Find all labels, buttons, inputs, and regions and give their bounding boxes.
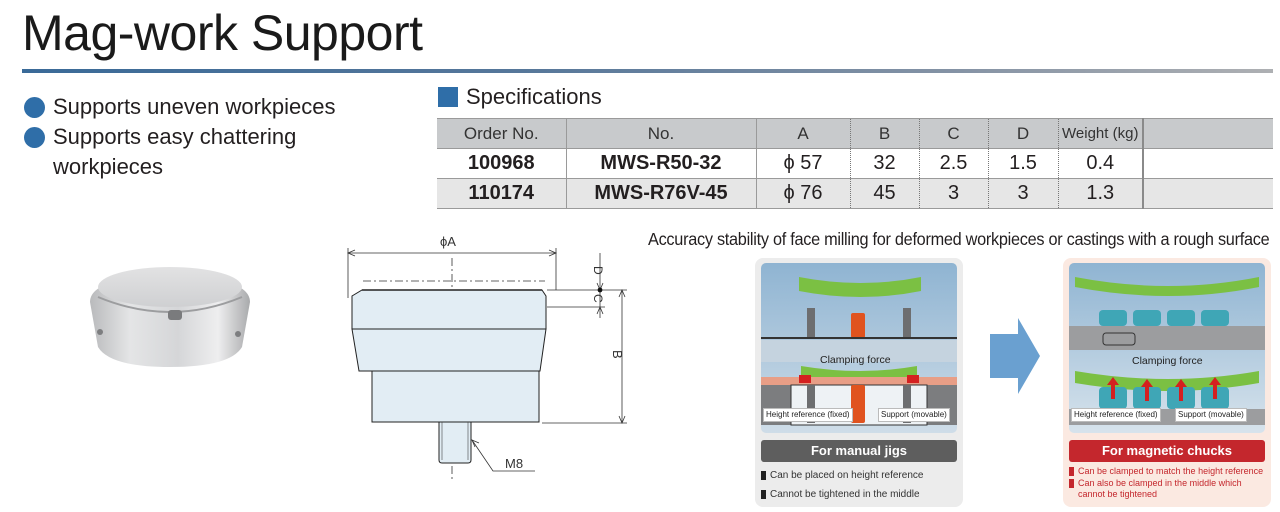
cell-a: ϕ 76: [756, 178, 851, 209]
cell-weight: 0.4: [1058, 148, 1144, 179]
feature-text: Supports uneven workpieces: [53, 94, 336, 119]
manual-notes: Can be placed on height reference Cannot…: [761, 466, 961, 504]
feature-item: Supports easy chattering workpieces: [24, 122, 404, 182]
cell-order-no: 100968: [437, 148, 567, 179]
note-marker-icon: [1069, 479, 1074, 488]
support-label: Support (movable): [878, 408, 950, 422]
magnetic-notes: Can be clamped to match the height refer…: [1069, 466, 1269, 501]
note-text: Can be placed on height reference: [770, 470, 924, 481]
cell-b: 45: [850, 178, 920, 209]
note-text: Cannot be tightened in the middle: [770, 489, 920, 500]
cell-no: MWS-R50-32: [566, 148, 757, 179]
column-header-blank: [1143, 118, 1273, 149]
column-header-d: D: [988, 118, 1059, 149]
cell-blank: [1143, 148, 1273, 179]
clamping-force-label: Clamping force: [1132, 355, 1203, 367]
page-title: Mag-work Support: [22, 5, 423, 61]
note-text: Can also be clamped in the middle which …: [1078, 478, 1242, 499]
feature-item: Supports uneven workpieces: [24, 92, 404, 122]
cell-b: 32: [850, 148, 920, 179]
dimension-drawing: ϕA D C B M8: [346, 234, 627, 480]
comparison-title: Accuracy stability of face milling for d…: [648, 229, 1270, 249]
note-marker-icon: [761, 490, 766, 499]
dim-a-label: ϕA: [440, 234, 456, 249]
specifications-heading: Specifications: [438, 84, 602, 110]
table-header-row: Order No. No. A B C D Weight (kg): [437, 118, 1273, 149]
column-header-weight: Weight (kg): [1058, 118, 1144, 149]
magnetic-chucks-panel: Clamping force Height reference (fixed) …: [1063, 258, 1271, 507]
note-item: Can also be clamped in the middle which …: [1069, 478, 1269, 500]
column-header-order-no: Order No.: [437, 118, 567, 149]
dim-b-label: B: [610, 350, 625, 359]
cell-weight: 1.3: [1058, 178, 1144, 209]
square-bullet-icon: [438, 87, 458, 107]
height-reference-label: Height reference (fixed): [763, 408, 853, 422]
bullet-icon: [24, 97, 45, 118]
support-label: Support (movable): [1175, 408, 1247, 422]
manual-jigs-panel: Clamping force Height reference (fixed) …: [755, 258, 963, 507]
column-header-no: No.: [566, 118, 757, 149]
cell-c: 3: [919, 178, 989, 209]
dim-c-label: C: [591, 294, 605, 303]
cell-no: MWS-R76V-45: [566, 178, 757, 209]
note-marker-icon: [761, 471, 766, 480]
feature-text: Supports easy chattering workpieces: [53, 124, 297, 179]
column-header-a: A: [756, 118, 851, 149]
cell-d: 3: [988, 178, 1059, 209]
manual-jig-illustration: [761, 263, 957, 433]
column-header-c: C: [919, 118, 989, 149]
column-header-b: B: [850, 118, 920, 149]
note-item: Can be clamped to match the height refer…: [1069, 466, 1269, 477]
note-item: Can be placed on height reference: [761, 466, 961, 485]
cell-a: ϕ 57: [756, 148, 851, 179]
specifications-label: Specifications: [466, 84, 602, 109]
specifications-table: Order No. No. A B C D Weight (kg) 100968…: [437, 118, 1273, 209]
table-row: 110174 MWS-R76V-45 ϕ 76 45 3 3 1.3: [437, 178, 1273, 209]
note-item: Cannot be tightened in the middle: [761, 485, 961, 504]
bullet-icon: [24, 127, 45, 148]
feature-list: Supports uneven workpieces Supports easy…: [24, 92, 404, 182]
table-row: 100968 MWS-R50-32 ϕ 57 32 2.5 1.5 0.4: [437, 148, 1273, 179]
cell-order-no: 110174: [437, 178, 567, 209]
right-arrow-icon: [990, 318, 1040, 394]
cell-blank: [1143, 178, 1273, 209]
magnetic-chuck-illustration: [1069, 263, 1265, 433]
height-reference-label: Height reference (fixed): [1071, 408, 1161, 422]
product-photo: [90, 267, 250, 367]
dim-d-label: D: [591, 266, 605, 275]
clamping-force-label: Clamping force: [820, 354, 891, 366]
note-text: Can be clamped to match the height refer…: [1078, 466, 1264, 476]
thread-label: M8: [505, 456, 523, 471]
manual-jigs-banner: For manual jigs: [761, 440, 957, 462]
title-divider: [22, 69, 1273, 73]
magnetic-chucks-banner: For magnetic chucks: [1069, 440, 1265, 462]
cell-c: 2.5: [919, 148, 989, 179]
cell-d: 1.5: [988, 148, 1059, 179]
note-marker-icon: [1069, 467, 1074, 476]
